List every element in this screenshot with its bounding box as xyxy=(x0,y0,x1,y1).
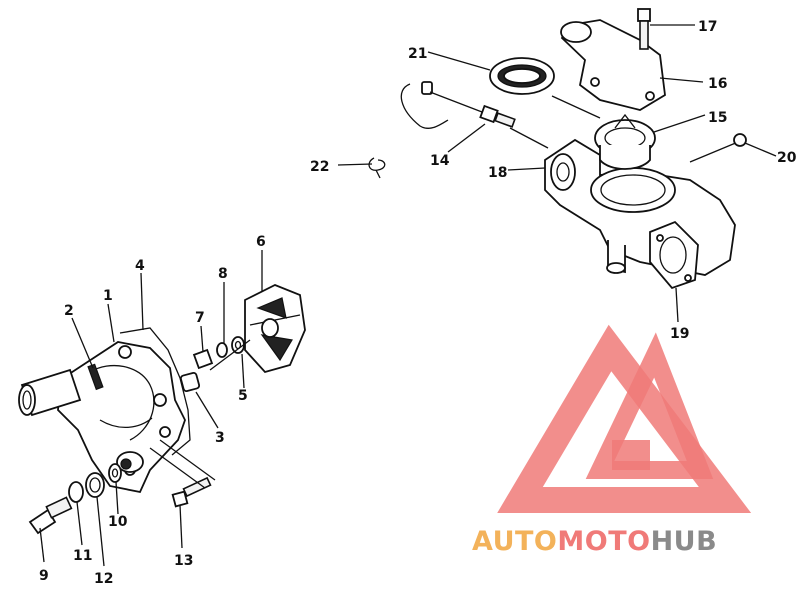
watermark-text: AUTOMOTOHUB xyxy=(472,526,717,557)
part-20-bolt xyxy=(689,133,747,163)
label-5: 5 xyxy=(238,388,248,404)
assembly-lines xyxy=(149,91,601,489)
part-12-washer xyxy=(85,472,105,498)
label-7: 7 xyxy=(195,310,205,326)
label-13: 13 xyxy=(174,553,193,569)
part-7-nut xyxy=(192,348,214,370)
label-6: 6 xyxy=(256,234,266,250)
label-8: 8 xyxy=(218,266,228,282)
label-1: 1 xyxy=(103,288,113,304)
label-10: 10 xyxy=(108,514,128,530)
label-3: 3 xyxy=(215,430,225,446)
watermark-hub: HUB xyxy=(651,526,718,557)
part-15-thermostat xyxy=(594,113,656,170)
part-22-clip xyxy=(368,157,386,179)
label-12: 12 xyxy=(94,571,113,587)
label-18: 18 xyxy=(488,165,507,181)
label-16: 16 xyxy=(708,76,727,92)
label-2: 2 xyxy=(64,303,74,319)
part-11-washer xyxy=(68,481,84,503)
label-9: 9 xyxy=(39,568,49,584)
part-13-bolt xyxy=(171,476,212,508)
part-labels: 1 2 3 4 5 6 7 8 9 10 11 12 13 14 15 16 1… xyxy=(39,19,797,587)
part-21-seal-ring xyxy=(489,57,555,95)
part-3-spacer xyxy=(179,371,201,393)
part-1-pump-cover xyxy=(18,341,186,494)
label-22: 22 xyxy=(310,159,329,175)
part-14-sensor xyxy=(479,104,516,128)
label-17: 17 xyxy=(698,19,717,35)
label-14: 14 xyxy=(430,153,450,169)
label-19: 19 xyxy=(670,326,689,342)
part-6-impeller xyxy=(244,284,306,374)
part-10-seal xyxy=(108,463,122,483)
label-4: 4 xyxy=(135,258,145,274)
part-9-drain-plug xyxy=(28,496,73,535)
label-15: 15 xyxy=(708,110,727,126)
part-17-bolt xyxy=(637,8,651,50)
part-5-washer xyxy=(231,336,245,354)
wire-loop xyxy=(400,81,449,129)
watermark-auto: AUTO xyxy=(472,526,557,557)
part-8-washer xyxy=(216,342,228,358)
label-21: 21 xyxy=(408,46,427,62)
part-16-outlet-elbow xyxy=(560,19,666,111)
watermark-logo xyxy=(497,324,752,513)
part-19-gasket xyxy=(649,220,699,290)
label-20: 20 xyxy=(777,150,797,166)
leader-lines xyxy=(39,24,777,567)
watermark-moto: MOTO xyxy=(557,526,650,557)
label-11: 11 xyxy=(73,548,92,564)
